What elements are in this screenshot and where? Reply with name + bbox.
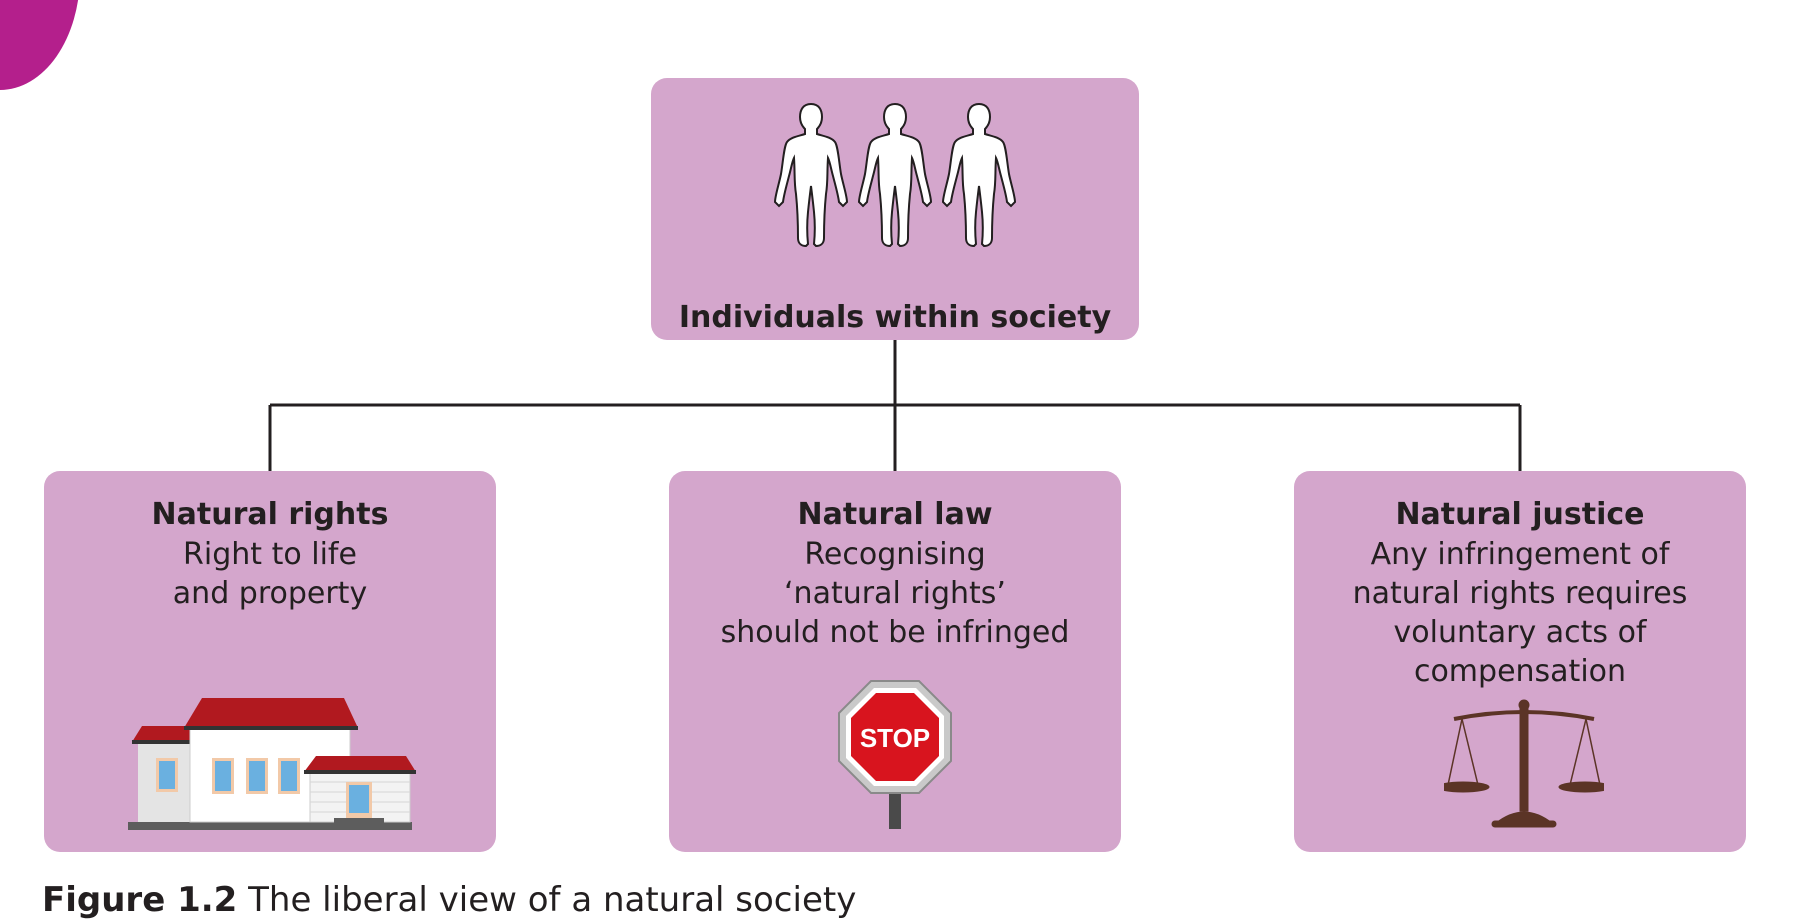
stop-sign-icon: STOP — [838, 680, 952, 829]
natural-rights-line: and property — [172, 576, 368, 611]
natural-justice-line: natural rights requires — [1352, 576, 1688, 611]
figure-label: Figure 1.2 — [42, 880, 238, 920]
natural-justice-line: compensation — [1413, 654, 1627, 689]
natural-rights-line: Right to life — [183, 537, 357, 572]
house-icon — [128, 698, 416, 830]
natural-justice-title: Natural justice — [1395, 497, 1645, 532]
figure-caption: Figure 1.2 The liberal view of a natural… — [42, 880, 856, 920]
natural-law-line: should not be infringed — [720, 615, 1070, 650]
natural-law-line: ‘natural rights’ — [784, 576, 1006, 611]
scales-icon — [1444, 699, 1604, 828]
natural-justice-box: Natural justice Any infringement of natu… — [1294, 471, 1746, 852]
natural-rights-title: Natural rights — [151, 497, 389, 532]
individuals-box: Individuals within society — [651, 78, 1139, 340]
natural-law-box: Natural law Recognising ‘natural rights’… — [669, 471, 1121, 852]
figure-caption-text: The liberal view of a natural society — [237, 880, 857, 920]
natural-law-title: Natural law — [797, 497, 993, 532]
natural-law-line: Recognising — [804, 537, 986, 572]
natural-rights-box: Natural rights Right to life and propert… — [44, 471, 496, 852]
natural-justice-line: voluntary acts of — [1393, 615, 1647, 650]
natural-justice-line: Any infringement of — [1370, 537, 1670, 572]
stop-sign-text: STOP — [860, 723, 930, 753]
human-figures-icon — [774, 103, 1016, 247]
top-box-title: Individuals within society — [678, 300, 1112, 335]
